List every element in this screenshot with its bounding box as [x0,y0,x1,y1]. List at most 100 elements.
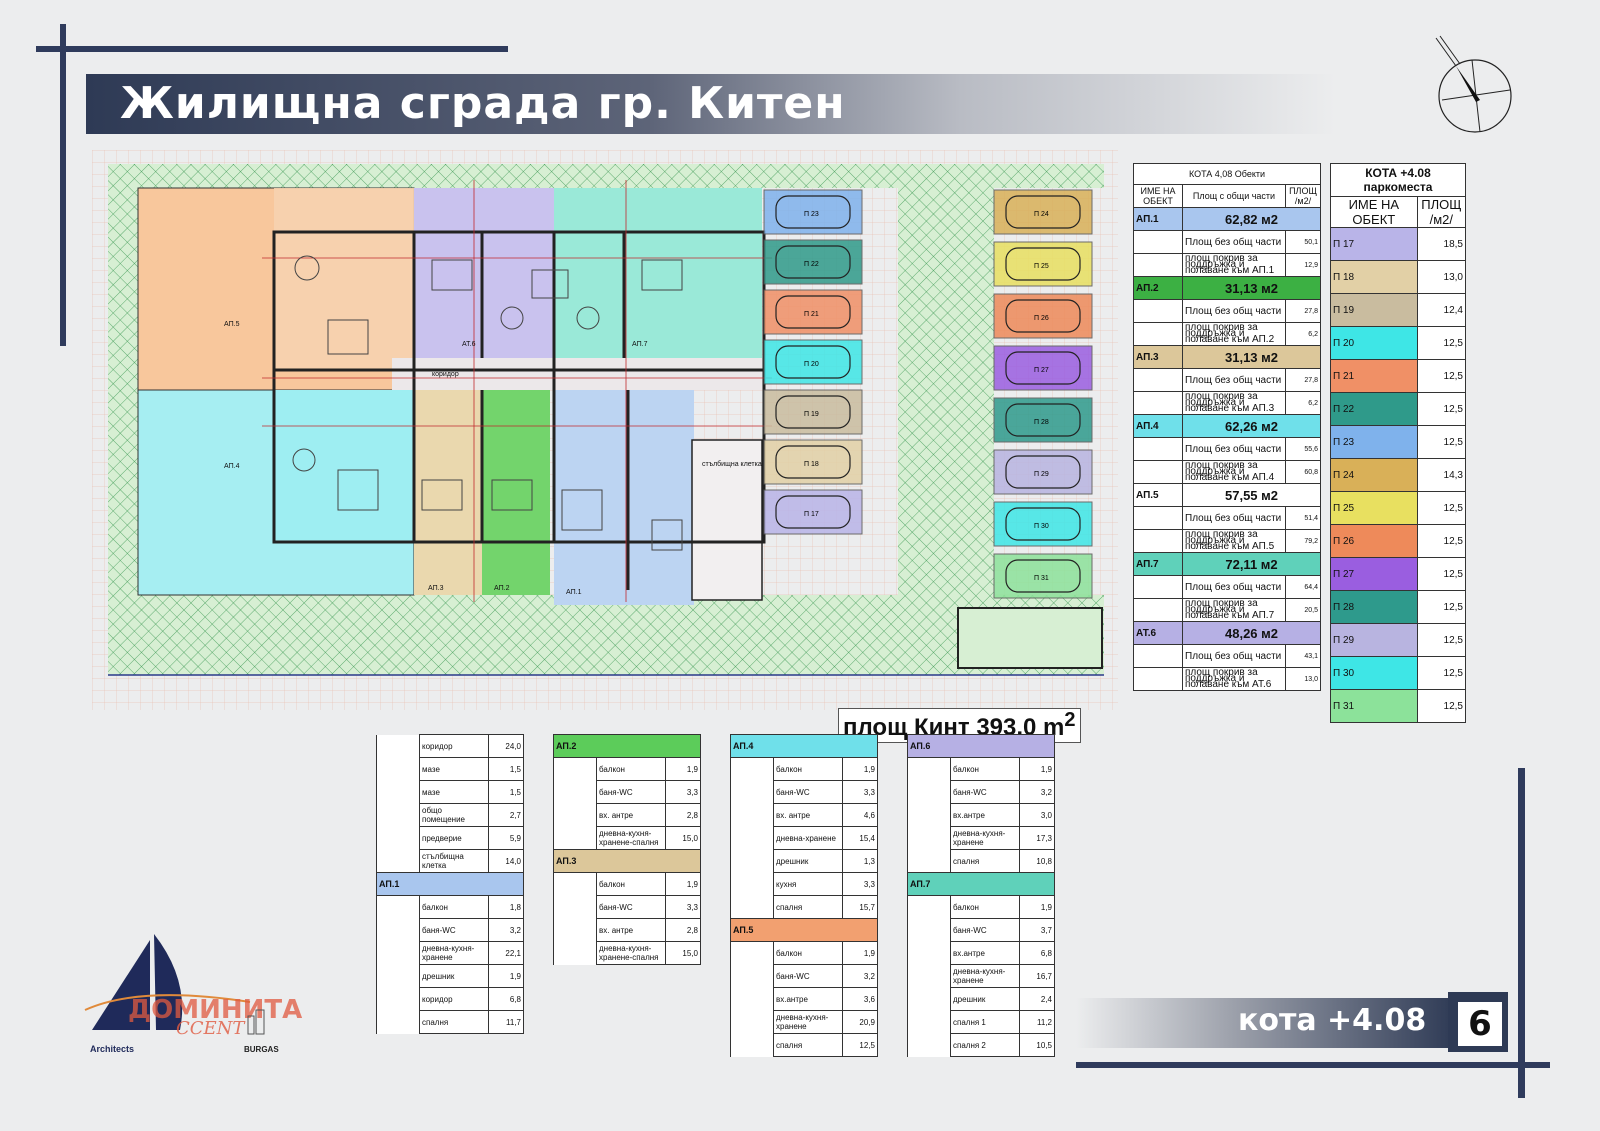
room-spacer [907,918,951,942]
room-spacer [907,941,951,965]
room-area: 3,7 [1019,918,1055,942]
room-area: 3,3 [665,895,701,919]
frame-left-line [60,24,66,346]
room-name: балкон [773,941,843,965]
room-name: балкон [773,757,843,781]
parking-value: 12,4 [1416,293,1467,327]
object-subrow-label: площ покрив за поддръжка и полаване към … [1182,598,1286,622]
car-icon [1005,195,1081,229]
room-area: 4,6 [842,803,878,827]
parking-slot-label: П 29 [1034,471,1049,478]
room-name: дневна-кухня-хранене [950,964,1020,988]
parking-slot-label: П 25 [1034,263,1049,270]
room-spacer [907,803,951,827]
object-area: 48,26 м2 [1182,621,1321,645]
object-area: 72,11 м2 [1182,552,1321,576]
room-area: 1,9 [1019,757,1055,781]
object-subrow-label: площ покрив за поддръжка и полаване към … [1182,460,1286,484]
object-spacer [1133,253,1183,277]
room-spacer [376,918,420,942]
objects-table-title: КОТА 4,08 Обекти [1133,163,1321,185]
object-area: 62,82 м2 [1182,207,1321,231]
room-spacer [553,918,597,942]
object-spacer [1133,667,1183,691]
object-subrow-value: 55,6 [1285,437,1321,461]
room-area: 3,2 [488,918,524,942]
room-name: дрешник [773,849,843,873]
parking-slot-label: П 19 [804,411,819,418]
object-subrow-label: площ покрив за поддръжка и полаване към … [1182,391,1286,415]
room-spacer [376,895,420,919]
room-spacer [376,849,420,873]
room-area: 1,9 [488,964,524,988]
objects-table-container: КОТА 4,08 Обекти ИМЕ НА ОБЕКТ Площ с общ… [1133,163,1321,691]
room-name: баня-WC [596,780,666,804]
object-subrow-value: 50,1 [1285,230,1321,254]
room-spacer [553,895,597,919]
room-spacer [907,1010,951,1034]
room-spacer [376,941,420,965]
room-spacer [376,780,420,804]
title-bar [86,74,1336,134]
parking-right: П 24П 25П 26П 27П 28П 29П 30П 31 [993,189,1093,599]
parking-slot-label: П 18 [804,461,819,468]
parking-slot-label: П 27 [1034,367,1049,374]
room-area: 16,7 [1019,964,1055,988]
rooms-group-title: АП.7 [907,872,1055,896]
room-area: 3,2 [1019,780,1055,804]
parking-slot-label: П 26 [1034,315,1049,322]
level-bar [1076,998,1456,1048]
room-area: 1,9 [1019,895,1055,919]
parking-table: КОТА +4.08 паркоместа ИМЕ НА ОБЕКТ ПЛОЩ … [1330,163,1467,723]
objects-header-m2: ПЛОЩ /м2/ [1285,184,1321,208]
company-logo: ДОМИНИТА CCENT Architects BURGAS [84,934,302,1054]
room-spacer [730,803,774,827]
plan-label-ap1: АП.1 [566,589,582,596]
room-spacer [907,757,951,781]
object-subrow-label: площ покрив за поддръжка и полаване към … [1182,322,1286,346]
objects-subrow: площ покрив за поддръжка и полаване към … [1133,529,1321,553]
room-area: 20,9 [842,1010,878,1034]
objects-subrow: площ покрив за поддръжка и полаване към … [1133,667,1321,691]
object-subrow-label: Площ без общ части [1182,437,1286,461]
area-label-unit-sup: 2 [1064,709,1076,731]
logo-architects: Architects [90,1044,134,1054]
room-spacer [730,780,774,804]
room-spacer [907,964,951,988]
room-spacer [376,987,420,1011]
object-name: АТ.6 [1133,621,1183,645]
object-spacer [1133,299,1183,323]
room-area: 11,2 [1019,1010,1055,1034]
parking-name: П 30 [1330,656,1418,690]
rooms-group-title: АП.4 [730,734,878,758]
room-spacer [730,849,774,873]
parking-name: П 29 [1330,623,1418,657]
objects-header-area: Площ с общи части [1182,184,1286,208]
room-name: баня-WC [419,918,489,942]
room-name: стълбищна клетка [419,849,489,873]
parking-value: 13,0 [1416,260,1467,294]
room-name: дрешник [950,987,1020,1011]
parking-slot [763,489,863,535]
objects-subrow: площ покрив за поддръжка и полаване към … [1133,391,1321,415]
